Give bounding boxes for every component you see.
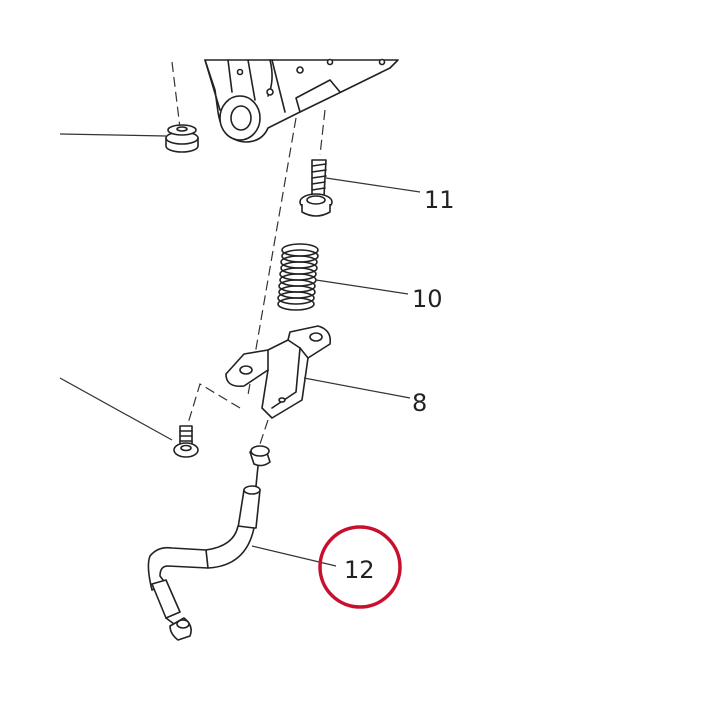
callout-8-label: 8 — [412, 389, 427, 417]
centerline-grommet — [171, 61, 181, 129]
centerline-cable-end — [257, 419, 269, 451]
callout-11-label: 11 — [424, 186, 455, 214]
callout-8-leader — [303, 377, 411, 399]
highlight-circle — [318, 525, 402, 609]
bracket-part-8 — [225, 325, 332, 419]
bolt-part-11 — [299, 159, 333, 217]
centerline-bolt-left — [247, 117, 297, 396]
spring-part-10 — [277, 243, 319, 311]
callout-12-label: 12 — [344, 556, 375, 584]
callout-11-leader — [325, 177, 421, 193]
cable-part-12 — [147, 445, 271, 641]
screw-part — [173, 425, 199, 458]
screw-leader — [59, 377, 173, 441]
callout-10-label: 10 — [412, 285, 443, 313]
callout-10-leader — [315, 279, 409, 295]
centerline-screw — [185, 383, 241, 431]
rubber-grommet — [165, 124, 199, 153]
centerline-bolt-right — [319, 109, 326, 156]
callout-12-leader — [251, 545, 337, 567]
grommet-leader — [59, 133, 167, 137]
frame-arm-casting — [204, 58, 399, 143]
